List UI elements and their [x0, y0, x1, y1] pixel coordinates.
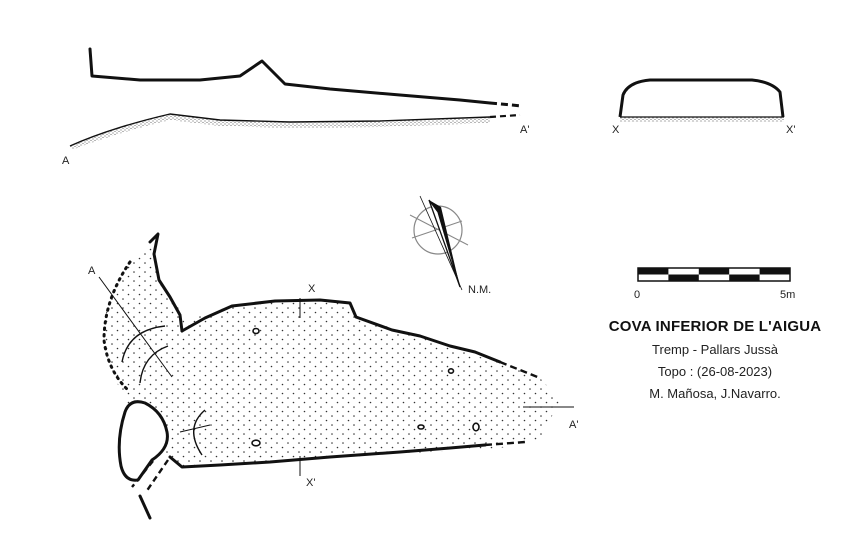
- plan-label-x-prime: X': [306, 477, 316, 489]
- plan-wall-entrance: [148, 232, 184, 333]
- scale-label-end: 5m: [780, 289, 796, 301]
- plan-passage-dashed-a: [131, 460, 154, 488]
- slope-arc-3: [193, 409, 206, 456]
- longitudinal-section: [69, 47, 523, 150]
- cross-section-floor: [620, 117, 784, 122]
- survey-authors: M. Mañosa, J.Navarro.: [649, 386, 781, 401]
- plan-label-a: A: [88, 265, 96, 277]
- section-ceiling-line: [88, 47, 492, 105]
- survey-title: COVA INFERIOR DE L'AIGUA: [608, 318, 822, 335]
- plan-stone: [447, 367, 455, 374]
- plan-stone: [417, 424, 425, 430]
- survey-date: Topo : (26-08-2023): [657, 364, 773, 379]
- section-label-a-prime: A': [520, 124, 530, 136]
- section-floor-dashed: [489, 113, 521, 119]
- cave-plan: [98, 232, 574, 520]
- section-floor-band: [70, 114, 490, 150]
- plan-wall-south-dashed: [484, 440, 526, 447]
- plan-stone: [251, 439, 261, 447]
- plan-stone: [472, 422, 480, 432]
- plan-wall-north: [180, 298, 502, 364]
- survey-location: Tremp - Pallars Jussà: [652, 342, 778, 357]
- north-arrow-icon: [409, 195, 469, 291]
- section-line-a: [98, 276, 173, 378]
- section-floor-line: [69, 113, 491, 147]
- plan-pillar: [117, 400, 169, 482]
- plan-passage-wall: [138, 494, 152, 520]
- plan-floor-fill: [104, 234, 560, 470]
- plan-label-a-prime: A': [569, 419, 579, 431]
- cross-section: [618, 78, 785, 122]
- section-label-a: A: [62, 155, 70, 167]
- scale-label-start: 0: [634, 289, 641, 301]
- slope-arc-2: [139, 345, 169, 384]
- plan-open-boundary: [102, 260, 132, 394]
- section-ceiling-dashed: [489, 101, 523, 108]
- plan-wall-north-dashed: [499, 360, 541, 380]
- cross-section-outline: [618, 78, 785, 118]
- plan-passage-dashed-b: [145, 459, 169, 493]
- cross-label-x: X: [612, 124, 620, 136]
- cross-label-x-prime: X': [786, 124, 796, 136]
- north-label: N.M.: [468, 284, 492, 296]
- plan-stone: [252, 327, 260, 335]
- scale-bar: [637, 267, 791, 282]
- slope-arc-1: [121, 325, 166, 363]
- plan-label-x: X: [308, 283, 316, 295]
